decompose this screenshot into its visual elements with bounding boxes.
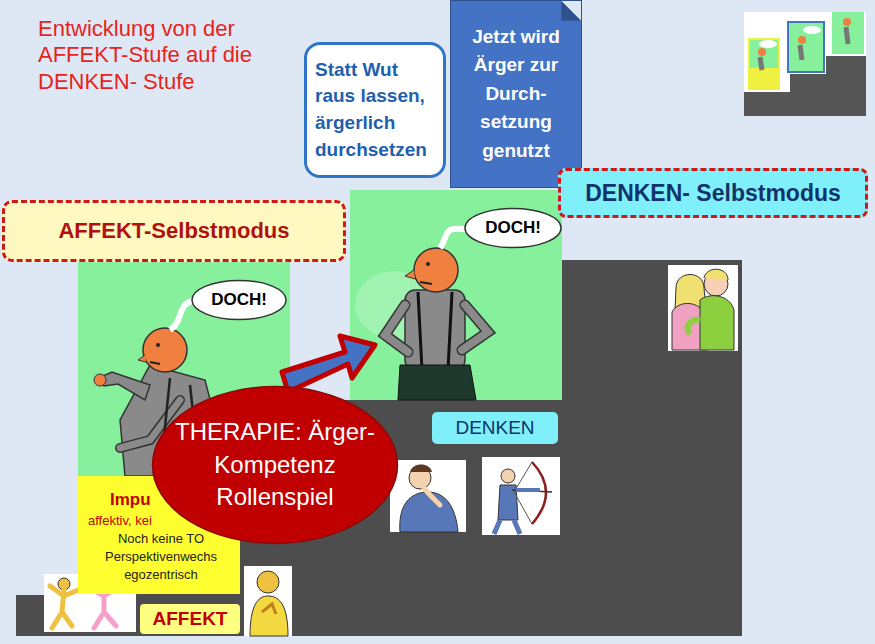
archer-picture [482, 457, 560, 535]
stair-icon [744, 12, 866, 116]
thinker-picture [390, 460, 466, 532]
node-text: Statt Wut raus lassen, ärgerlich durchse… [315, 57, 435, 163]
person-yellow [244, 566, 292, 636]
note-box: Statt Wut raus lassen, ärgerlich durchse… [304, 42, 446, 178]
node-text: THERAPIE: Ärger-Kompetenz Rollenspiel [174, 416, 376, 513]
node-text: DENKEN- Selbstmodus [571, 180, 855, 207]
stage-label: DENKEN [432, 412, 558, 444]
callout-box: Jetzt wird Ärger zur Durch- setzung genu… [450, 0, 582, 188]
diagram-title: Entwicklung von der AFFEKT-Stufe auf die… [38, 16, 303, 95]
mode-label: DENKEN- Selbstmodus [558, 168, 868, 218]
node-text: AFFEKT [146, 608, 234, 630]
node-text: DENKEN [438, 417, 552, 439]
node-text: Jetzt wird Ärger zur Durch- setzung genu… [459, 23, 573, 166]
node-text: egozentrisch [86, 566, 236, 584]
node-text: DOCH! [197, 290, 281, 310]
green-panel [350, 190, 562, 400]
node-text: Perspektivenwechs [86, 548, 236, 566]
stage-label: AFFEKT [140, 604, 240, 634]
node-text: DOCH! [470, 218, 556, 238]
stage-arrow [282, 336, 375, 392]
mode-label: AFFEKT-Selbstmodus [2, 200, 346, 262]
stair-ground [16, 260, 742, 636]
node-text: AFFEKT-Selbstmodus [15, 218, 333, 244]
man-thinking [385, 229, 488, 400]
couple-picture [668, 265, 738, 351]
therapy-circle: THERAPIE: Ärger-Kompetenz Rollenspiel [150, 385, 400, 545]
speech-bubble: DOCH! [191, 280, 287, 320]
speech-bubble: DOCH! [464, 208, 562, 248]
